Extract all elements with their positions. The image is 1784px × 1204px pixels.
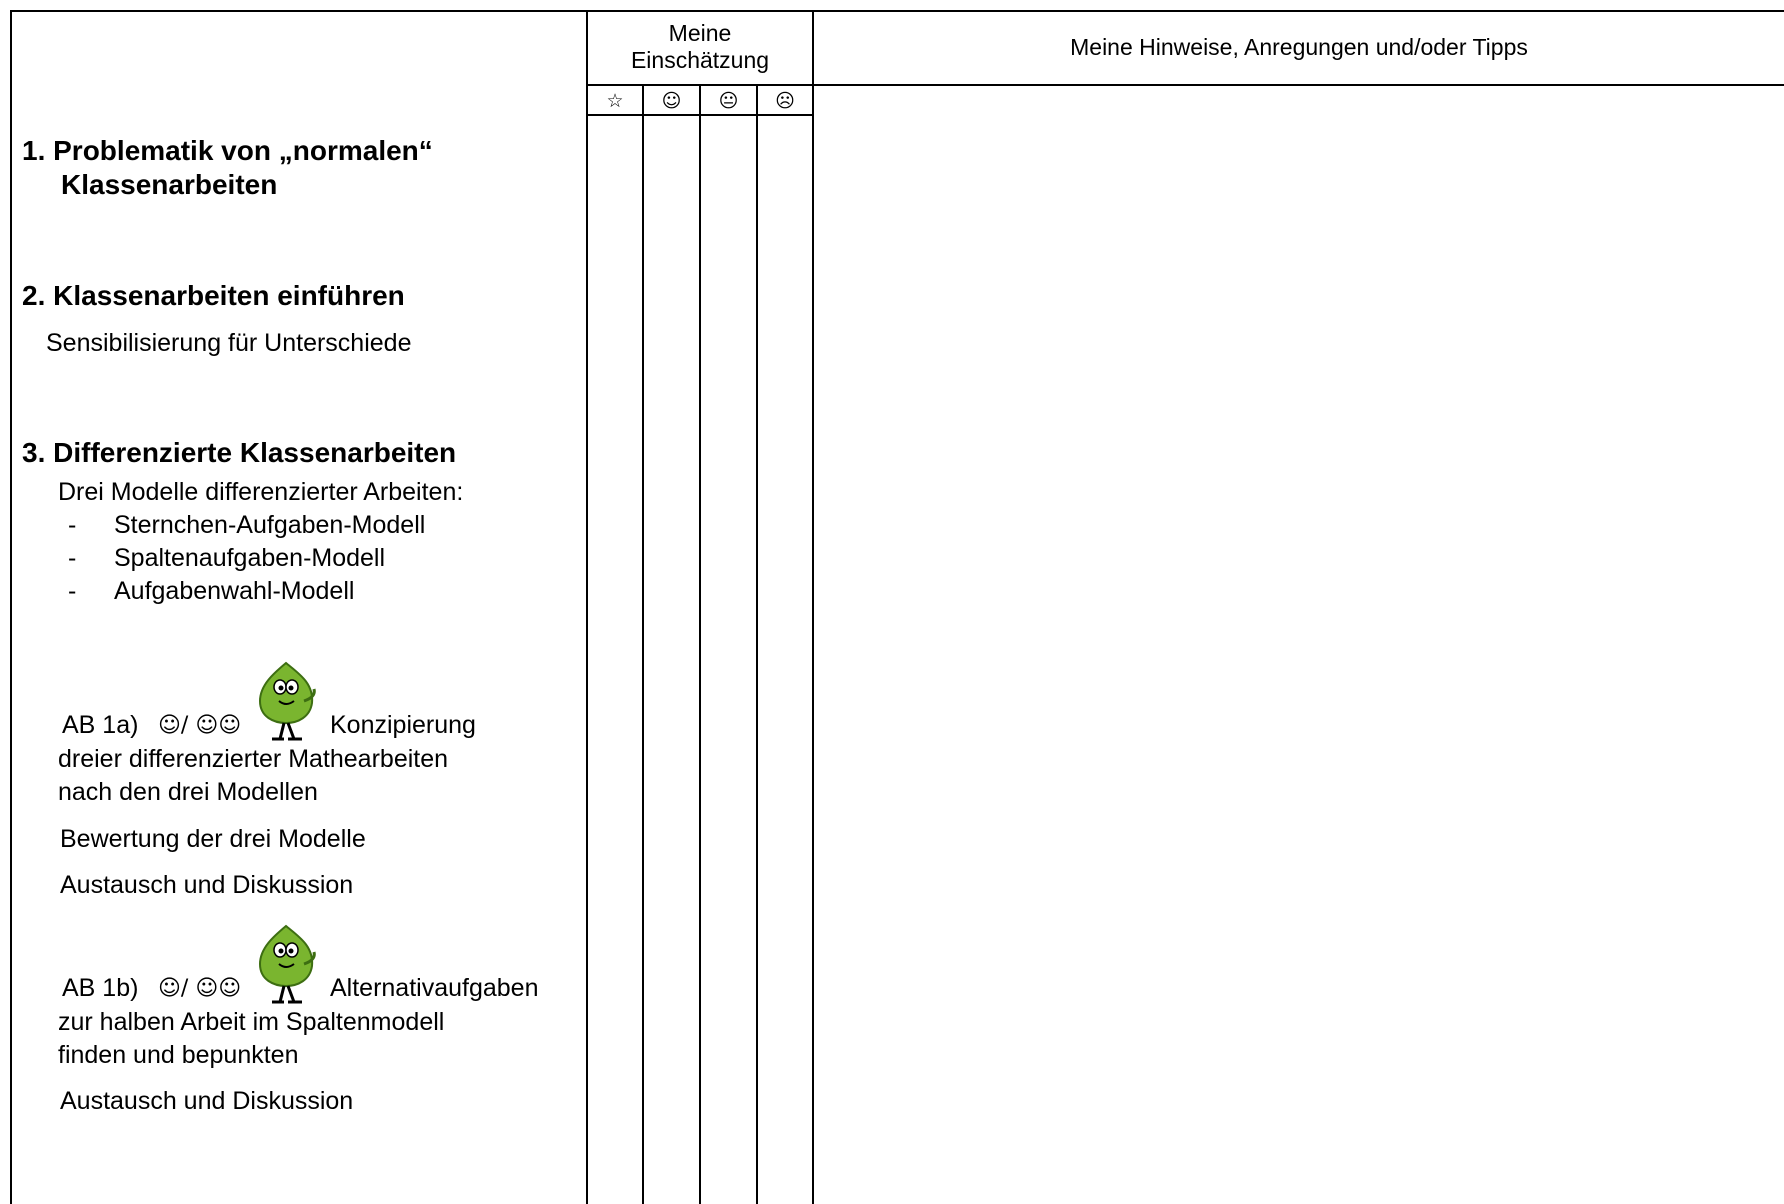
ab1b-label: AB 1b): [62, 974, 139, 1002]
assessment-header-line2: Einschätzung: [630, 47, 770, 73]
model-item-sternchen: Sternchen-Aufgaben-Modell: [114, 511, 426, 539]
model-item-aufgabenwahl: Aufgabenwahl-Modell: [114, 577, 355, 605]
table-left-border: [10, 10, 12, 1204]
section-3-title: 3. Differenzierte Klassenarbeiten: [22, 437, 457, 468]
section-1-title: 1. Problematik von „normalen“ Klassenarb…: [22, 134, 433, 202]
ab1b-text-line3: finden und bepunkten: [58, 1041, 299, 1069]
section-2-subtitle: Sensibilisierung für Unterschiede: [46, 329, 412, 357]
ab1a-label: AB 1a): [62, 711, 139, 739]
section-1-title-line2: Klassenarbeiten: [61, 169, 278, 200]
ab1b-exchange: Austausch und Diskussion: [60, 1087, 354, 1115]
model-item-spalten: Spaltenaufgaben-Modell: [114, 544, 386, 572]
ab1b-smiley-rating: ☺/ ☺☺: [158, 976, 242, 1001]
ab1a-smiley-rating: ☺/ ☺☺: [158, 713, 242, 738]
model-dash: -: [68, 511, 77, 539]
assessment-header-line1: Meine: [668, 20, 732, 46]
leaf-mascot-icon: [258, 924, 316, 1004]
model-dash: -: [68, 577, 77, 605]
ab1a-text-line2: dreier differenzierter Mathearbeiten: [58, 745, 449, 773]
assessment-header: Meine Einschätzung: [588, 20, 812, 74]
col-divider-star: [642, 84, 644, 1204]
ab1b-text-line2: zur halben Arbeit im Spaltenmodell: [58, 1008, 445, 1036]
col-divider-notes: [812, 10, 814, 1204]
section-3-intro: Drei Modelle differenzierter Arbeiten:: [58, 478, 464, 506]
smiley-happy-icon: ☺: [661, 90, 682, 112]
smiley-neutral-icon: 😐: [718, 90, 739, 112]
ab1b-text-line1: Alternativaufgaben: [330, 974, 539, 1002]
star-icon: ☆: [606, 90, 624, 112]
smiley-sad-icon: ☹: [775, 90, 795, 112]
section-2-title: 2. Klassenarbeiten einführen: [22, 280, 405, 311]
ab1a-text-line1: Konzipierung: [330, 711, 476, 739]
notes-header: Meine Hinweise, Anregungen und/oder Tipp…: [1070, 34, 1528, 60]
section-1-title-line1: 1. Problematik von „normalen“: [22, 135, 433, 166]
model-dash: -: [68, 544, 77, 572]
ab1a-text-line3: nach den drei Modellen: [58, 778, 318, 806]
table-top-border: [10, 10, 1784, 12]
leaf-mascot-icon: [258, 661, 316, 741]
ab1a-exchange: Austausch und Diskussion: [60, 871, 354, 899]
col-divider-smile: [699, 84, 701, 1204]
col-divider-left: [586, 10, 588, 1204]
header-bottom-border: [586, 84, 1784, 86]
ab1a-evaluation: Bewertung der drei Modelle: [60, 825, 366, 853]
col-divider-neutral: [756, 84, 758, 1204]
